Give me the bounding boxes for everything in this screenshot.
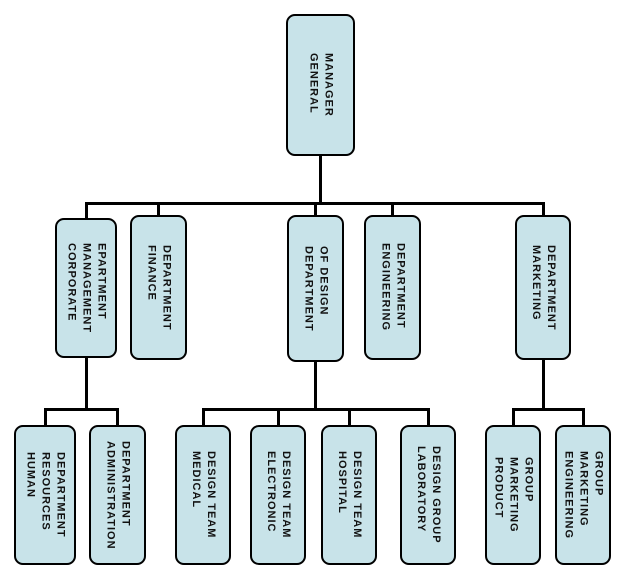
connector-drop-product xyxy=(512,408,515,430)
node-hospital-design-team: HOSPITAL DESIGN TEAM xyxy=(321,425,377,565)
node-corporate-management: CORPORATE MANAGEMENT EPARTMENT xyxy=(55,218,117,358)
node-label-marketing-department: MARKETING DEPARTMENT xyxy=(530,244,557,331)
node-medical-design-team: MEDICAL DESIGN TEAM xyxy=(175,425,231,565)
node-label-hospital-design-team: HOSPITAL DESIGN TEAM xyxy=(336,451,363,539)
node-label-engineering-department: ENGINEERING DEPARTMENT xyxy=(379,243,407,332)
connector-bus-marketing xyxy=(512,408,585,411)
node-general-manager: GENERAL MANAGER xyxy=(286,14,355,156)
connector-drop-engineering-marketing xyxy=(582,408,585,430)
node-label-engineering-marketing-group: ENGINEERING MARKETING GROUP xyxy=(562,450,605,539)
node-engineering-marketing-group: ENGINEERING MARKETING GROUP xyxy=(555,425,611,565)
node-label-laboratory-design-group: LABORATORY DESIGN GROUP xyxy=(415,446,442,544)
connector-drop-design xyxy=(314,202,317,222)
connector-gm-stub xyxy=(319,150,322,204)
node-laboratory-design-group: LABORATORY DESIGN GROUP xyxy=(400,425,456,565)
node-label-corporate-management: CORPORATE MANAGEMENT EPARTMENT xyxy=(65,242,108,334)
node-label-general-manager: GENERAL MANAGER xyxy=(307,53,335,117)
connector-drop-administration xyxy=(116,408,119,430)
node-label-administration: ADMINISTRATION DEPARTMENT xyxy=(104,440,132,550)
node-label-medical-design-team: MEDICAL DESIGN TEAM xyxy=(190,451,217,539)
node-label-department-of-design: DEPARTMENT OF DESIGN xyxy=(302,245,330,332)
connector-drop-laboratory xyxy=(427,408,430,430)
connector-bus-corporate xyxy=(44,408,119,411)
connector-drop-engineering xyxy=(391,202,394,222)
connector-drop-finance xyxy=(157,202,160,222)
node-label-product-marketing-group: PRODUCT MARKETING GROUP xyxy=(492,457,535,533)
node-engineering-department: ENGINEERING DEPARTMENT xyxy=(364,215,421,360)
connector-design-stub xyxy=(314,355,317,410)
node-label-electronic-design-team: ELECTRONIC DESIGN TEAM xyxy=(265,451,292,539)
node-human-resources: HUMAN RESOURCES DEPARTMENT xyxy=(14,425,76,565)
node-label-human-resources: HUMAN RESOURCES DEPARTMENT xyxy=(24,452,67,538)
connector-drop-electronic xyxy=(277,408,280,430)
connector-corporate-stub xyxy=(85,350,88,410)
node-marketing-department: MARKETING DEPARTMENT xyxy=(515,215,571,360)
node-electronic-design-team: ELECTRONIC DESIGN TEAM xyxy=(250,425,306,565)
connector-drop-hr xyxy=(44,408,47,430)
connector-drop-corporate xyxy=(85,202,88,222)
node-product-marketing-group: PRODUCT MARKETING GROUP xyxy=(485,425,541,565)
connector-drop-medical xyxy=(202,408,205,430)
node-finance-department: FINANCE DEPARTMENT xyxy=(130,215,187,360)
connector-drop-hospital xyxy=(348,408,351,430)
node-administration: ADMINISTRATION DEPARTMENT xyxy=(89,425,146,565)
connector-marketing-stub xyxy=(542,352,545,410)
connector-drop-marketing xyxy=(542,202,545,222)
connector-bus-design xyxy=(202,408,430,411)
node-label-finance-department: FINANCE DEPARTMENT xyxy=(145,244,173,331)
node-department-of-design: DEPARTMENT OF DESIGN xyxy=(287,215,344,362)
